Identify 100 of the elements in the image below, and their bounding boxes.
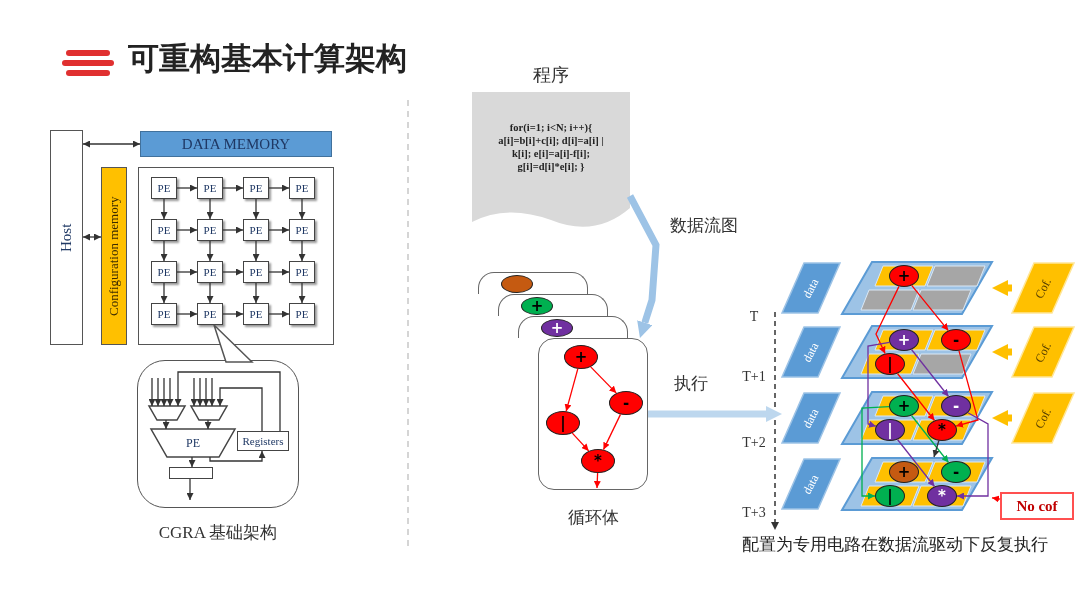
pe-box: PE <box>289 219 315 241</box>
memory-bar: DATA MEMORY <box>140 131 332 157</box>
time-label: T+3 <box>742 505 766 520</box>
card <box>538 338 648 490</box>
pe-box: PE <box>243 261 269 283</box>
arrow <box>268 226 290 234</box>
arrow <box>148 377 156 407</box>
host-box: Host <box>50 130 83 345</box>
arrow <box>896 438 936 488</box>
arrow <box>166 377 174 407</box>
edge-label: 数据流图 <box>668 215 740 235</box>
arrow <box>176 184 198 192</box>
arrow <box>82 233 102 241</box>
arrow <box>956 412 989 500</box>
operator-circle: + <box>564 345 598 369</box>
operator-circle: + <box>541 319 573 337</box>
plate-label: Cof. <box>1031 339 1055 365</box>
arrow <box>298 198 306 220</box>
pe-array-frame <box>138 167 334 345</box>
operator-circle <box>501 275 533 293</box>
pe-box: PE <box>289 177 315 199</box>
arrow <box>896 372 936 422</box>
time-label: T+2 <box>742 435 766 450</box>
pe-box: PE <box>151 177 177 199</box>
edge-label: 执行 <box>672 373 710 393</box>
arrow <box>252 282 260 304</box>
note-box: No cof <box>1000 492 1074 520</box>
arrow <box>188 456 196 468</box>
plate-label: Cof. <box>1031 405 1055 431</box>
pe-box: PE <box>151 261 177 283</box>
arrow <box>154 377 162 407</box>
caption-text: 循环体 <box>567 505 619 529</box>
unit-label: PE <box>186 435 200 451</box>
caption-text: 配置为专用电路在数据流驱动下反复执行 <box>742 534 1048 554</box>
arrow <box>206 198 214 220</box>
arrow <box>222 268 244 276</box>
arrow <box>910 348 950 398</box>
card-edge <box>478 272 588 294</box>
arrow <box>991 495 1001 503</box>
arrow <box>160 282 168 304</box>
operator-circle: + <box>521 297 553 315</box>
pe-box: PE <box>243 303 269 325</box>
arrow <box>222 226 244 234</box>
arrow <box>208 377 216 407</box>
output-box <box>169 467 213 479</box>
card-edge <box>518 316 628 338</box>
arrow <box>202 377 210 407</box>
plate-label: data <box>799 405 823 431</box>
arrow <box>160 377 168 407</box>
arrow <box>298 240 306 262</box>
pe-box: PE <box>197 177 223 199</box>
arrow <box>209 450 266 462</box>
arrow <box>992 280 1012 296</box>
pe-box: PE <box>197 261 223 283</box>
plate-label: data <box>799 339 823 365</box>
arrow <box>564 368 579 412</box>
arrow <box>911 284 949 332</box>
operator-circle: - <box>609 391 643 415</box>
callout-bubble <box>137 360 299 508</box>
arrow <box>162 419 170 430</box>
caption-text: CGRA 基础架构 <box>158 523 278 542</box>
arrow <box>160 198 168 220</box>
heading: 程序 <box>533 63 569 87</box>
arrow <box>593 472 601 489</box>
arrow <box>268 184 290 192</box>
pe-box: PE <box>243 219 269 241</box>
plate-label: Cof. <box>1031 275 1055 301</box>
arrow <box>216 387 263 432</box>
arrow <box>861 406 890 500</box>
card-edge <box>498 294 608 316</box>
arrow <box>176 310 198 318</box>
register-box: Registers <box>237 431 289 451</box>
plate-label: data <box>799 471 823 497</box>
arrow <box>252 198 260 220</box>
arrow <box>298 282 306 304</box>
arrow <box>648 406 782 422</box>
arrow <box>190 377 198 407</box>
operator-circle: | <box>546 411 580 435</box>
arrow <box>955 350 979 428</box>
arrow <box>992 410 1012 426</box>
plate-label: data <box>799 275 823 301</box>
arrow <box>932 440 940 458</box>
arrow <box>867 341 891 428</box>
pe-box: PE <box>289 303 315 325</box>
pe-box: PE <box>197 219 223 241</box>
pe-box: PE <box>289 261 315 283</box>
arrow <box>992 344 1012 360</box>
arrow <box>875 285 900 355</box>
arrow <box>590 366 617 394</box>
arrow <box>176 268 198 276</box>
arrow <box>222 184 244 192</box>
arrow <box>186 478 194 501</box>
arrow <box>252 240 260 262</box>
time-label: T <box>749 309 759 324</box>
arrow <box>160 240 168 262</box>
memory-bar: Configuration memory <box>101 167 127 345</box>
arrow <box>206 282 214 304</box>
code-text: for(i=1; i<N; i++){ a[i]=b[i]+c[i]; d[i]=a[i] | k[i]; e[i]=a[i]-f[i]; g[i]=d[i]*e[i]; } <box>497 120 605 174</box>
pe-box: PE <box>197 303 223 325</box>
pe-box: PE <box>151 219 177 241</box>
